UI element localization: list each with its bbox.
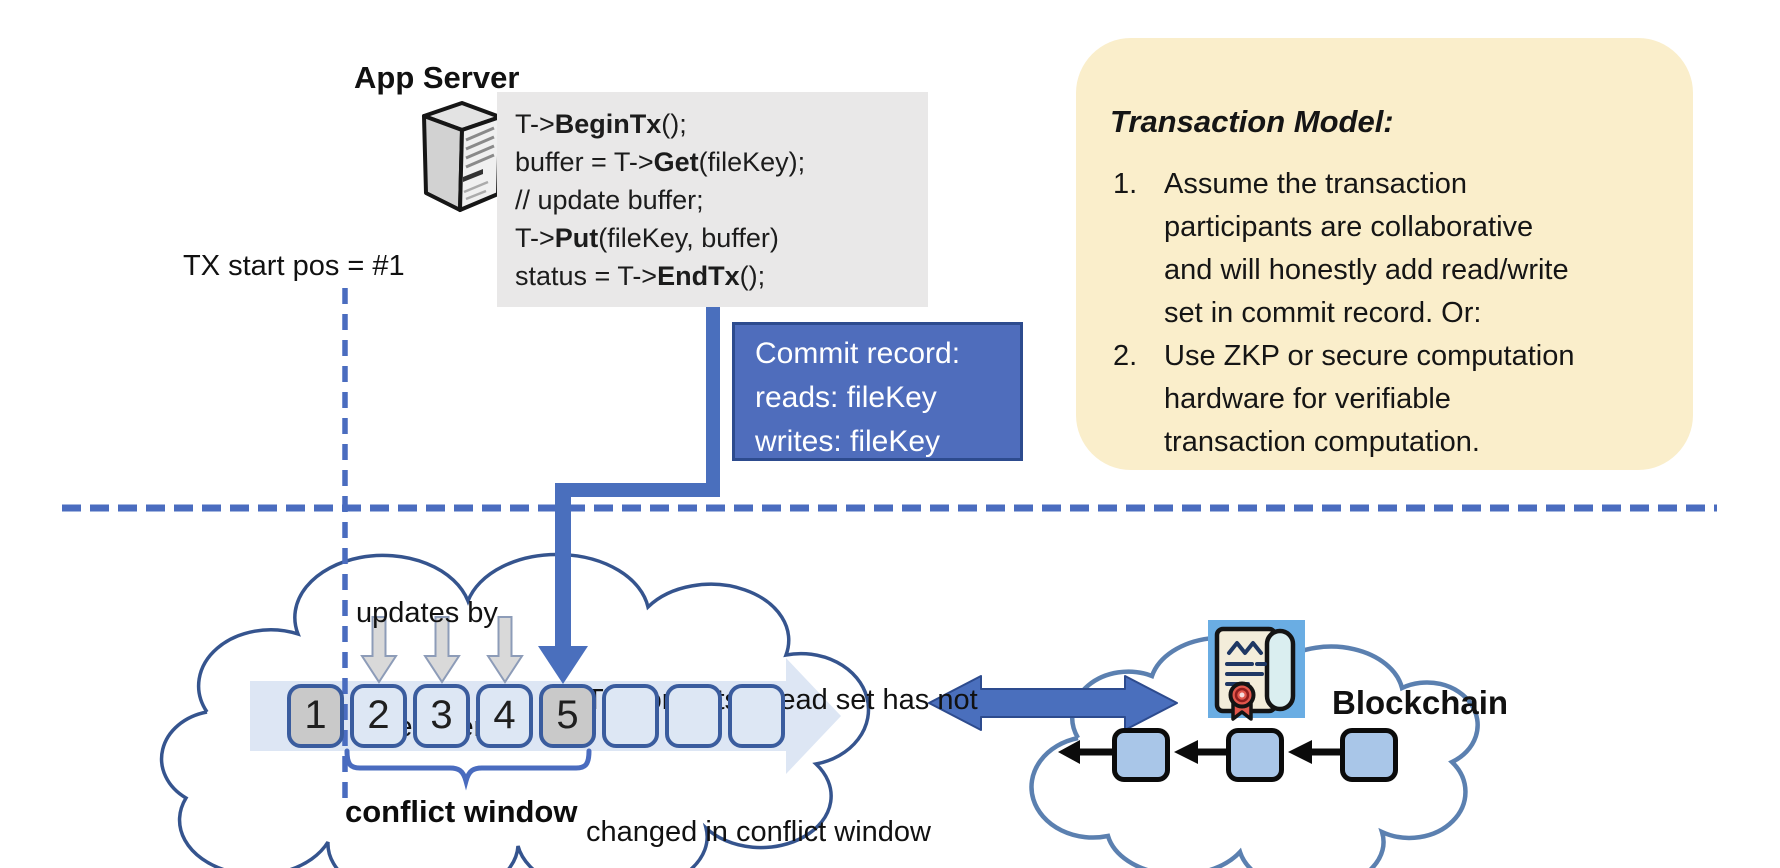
code-line: status = T->EndTx(); xyxy=(515,261,766,291)
commit-record-line: reads: fileKey xyxy=(755,381,937,414)
transaction-model-title: Transaction Model: xyxy=(1110,104,1394,139)
ledger-block xyxy=(728,684,785,748)
ledger-block: 1 xyxy=(287,684,344,748)
transaction-model-item-number: 2. xyxy=(1113,340,1138,372)
tx-commits-line: changed in conflict window xyxy=(586,816,931,848)
code-line: T->BeginTx(); xyxy=(515,109,687,139)
code-line: T->Put(fileKey, buffer) xyxy=(515,223,779,253)
update-arrow-icon xyxy=(486,616,524,684)
ledger-block xyxy=(665,684,722,748)
transaction-model-panel xyxy=(1076,38,1693,470)
ledger-block: 3 xyxy=(413,684,470,748)
sync-double-arrow-icon xyxy=(928,675,1178,731)
blockchain-block xyxy=(1340,728,1398,782)
ledger-block: 5 xyxy=(539,684,596,748)
commit-record-line: Commit record: xyxy=(755,337,961,370)
code-line: buffer = T->Get(fileKey); xyxy=(515,147,806,177)
updates-by-other-clients-label: updates by other clients xyxy=(356,518,512,822)
updates-line: updates by xyxy=(356,597,498,629)
update-arrows xyxy=(360,616,524,684)
ledger-block xyxy=(602,684,659,748)
server-tower-icon xyxy=(422,101,502,212)
code-line: // update buffer; xyxy=(515,185,704,215)
conflict-window-brace xyxy=(344,748,592,791)
certificate-scroll-icon xyxy=(1208,620,1305,721)
ledger-block: 4 xyxy=(476,684,533,748)
blockchain-label: Blockchain xyxy=(1332,684,1509,721)
blockchain-block xyxy=(1226,728,1284,782)
commit-record-line: writes: fileKey xyxy=(755,425,941,458)
code-panel: T->BeginTx(); buffer = T->Get(fileKey); //… xyxy=(497,92,928,307)
tx-start-pos-label: TX start pos = #1 xyxy=(183,250,405,282)
ledger-block: 2 xyxy=(350,684,407,748)
commit-connector-arrow xyxy=(538,307,720,684)
commit-record-box: Commit record: reads: fileKey writes: file… xyxy=(732,322,1023,461)
update-arrow-icon xyxy=(360,616,398,684)
update-arrow-icon xyxy=(423,616,461,684)
transaction-model-item-number: 1. xyxy=(1113,168,1138,200)
conflict-window-label: conflict window xyxy=(345,794,578,829)
app-server-title: App Server xyxy=(354,60,520,95)
blockchain-block xyxy=(1112,728,1170,782)
chain-link-arrows xyxy=(1058,740,1340,764)
